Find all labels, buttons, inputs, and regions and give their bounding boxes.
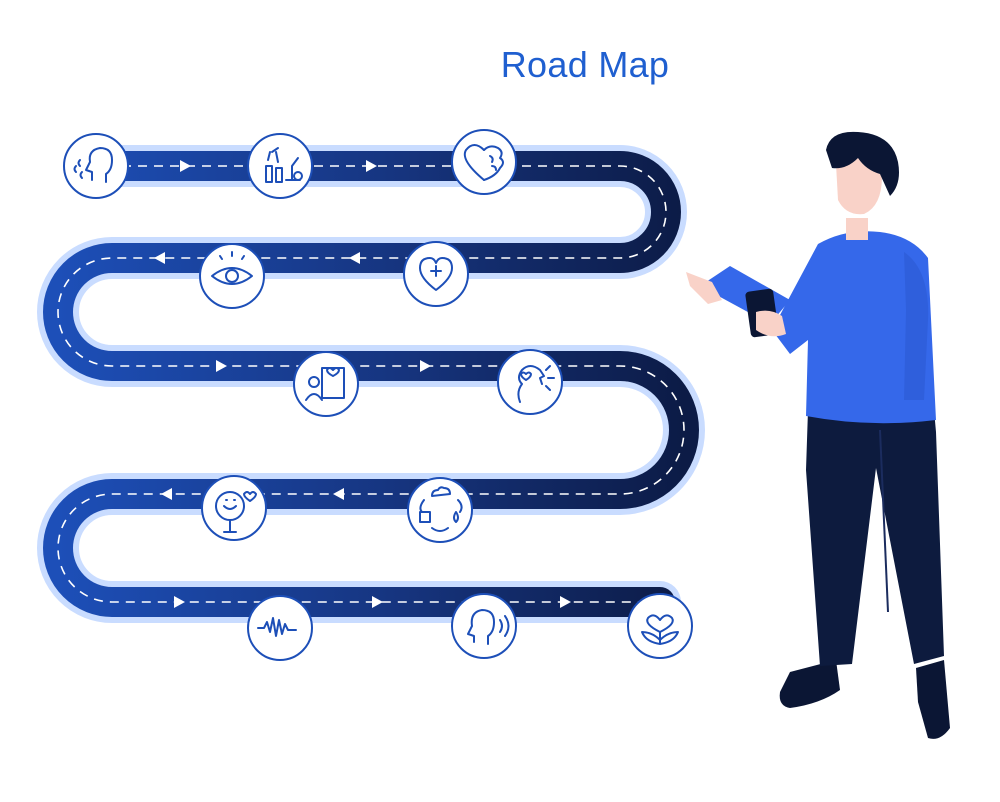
head-heart-thought-icon [497,349,563,415]
milestones [63,129,693,661]
heart-plus-icon [403,241,469,307]
shirt [772,231,936,424]
heart-leaves-icon [627,593,693,659]
pants [806,410,944,666]
right-shoe [916,660,950,739]
arrow-right [366,160,377,172]
page-title: Road Map [500,44,670,85]
cycle-cloud-water-icon [407,477,473,543]
pulse-wave-icon [247,595,313,661]
person-heart-board-icon [293,351,359,417]
arrow-right [216,360,227,372]
pointing-hand [686,272,722,304]
person-illustration [686,131,950,739]
road-surface [43,151,699,617]
arrow-left [333,488,344,500]
left-shoe [779,660,840,708]
arrow-left [161,488,172,500]
arrow-right [420,360,431,372]
head-speaking-icon [451,593,517,659]
arrow-left [154,252,165,264]
lab-science-icon [247,133,313,199]
arrow-right [372,596,383,608]
neck [846,218,868,240]
arrow-right [560,596,571,608]
phone-hand [756,310,786,337]
arrow-right [174,596,185,608]
road [37,145,705,623]
heart-brain-icon [451,129,517,195]
hair [826,131,899,196]
arrow-right [180,160,191,172]
arrow-left [349,252,360,264]
breathing-face-icon [63,133,129,199]
mirror-face-heart-icon [201,475,267,541]
road-halo [37,145,705,623]
eye-icon [199,243,265,309]
direction-arrows [154,160,571,608]
